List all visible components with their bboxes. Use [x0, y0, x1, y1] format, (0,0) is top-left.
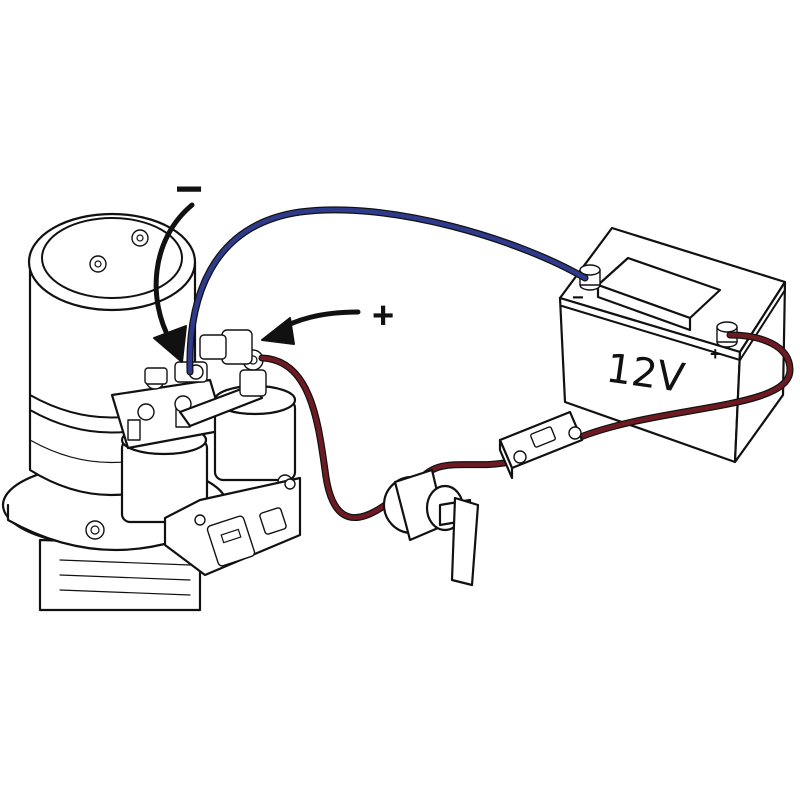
battery-disconnect-switch-icon	[382, 468, 480, 587]
battery-side	[733, 280, 787, 464]
solenoid-terminal-post	[127, 419, 141, 441]
cap-screw-icon	[131, 229, 149, 247]
cap-screw-icon	[89, 255, 107, 273]
positive-arrow-head-icon	[261, 317, 295, 345]
cap-screw-inner	[136, 234, 144, 242]
negative-callout: −	[153, 163, 203, 363]
positive-cable-core-3	[575, 332, 793, 441]
power-unit-icon	[1, 212, 302, 612]
negative-label: −	[175, 163, 203, 216]
positive-cable-core-1	[259, 355, 395, 520]
battery-voltage-label: 12V	[603, 346, 688, 403]
terminal-cap	[716, 321, 738, 333]
terminal-nut-icon	[137, 403, 155, 421]
connector-plug-icon	[206, 515, 256, 567]
motor-top-cap	[27, 212, 197, 312]
connector-port-icon	[259, 507, 287, 535]
battery-12v-icon: − + 12V	[558, 226, 787, 464]
positive-callout: +	[261, 295, 394, 345]
pump-base-ribs	[59, 559, 191, 596]
solenoid-stud-block	[239, 369, 267, 397]
flange-bolt-inner	[90, 525, 100, 535]
connector-pins	[220, 528, 242, 544]
terminal-cap	[579, 264, 601, 276]
fitting-body	[144, 367, 168, 385]
battery-lid-ridge	[561, 289, 786, 361]
fuse-window	[530, 426, 556, 448]
motor-top-rim	[41, 217, 183, 299]
inline-fuse-holder-icon	[498, 410, 584, 480]
battery-negative-sign: −	[572, 287, 584, 309]
fuse-holder-side	[498, 438, 514, 480]
positive-label: +	[372, 295, 394, 337]
flange-bolt-icon	[85, 520, 105, 540]
fuse-nut-icon	[568, 426, 582, 440]
negative-cable	[186, 206, 589, 376]
switch-key-handle	[450, 496, 480, 587]
negative-cable-core	[187, 207, 588, 375]
battery-positive-sign: +	[710, 344, 721, 364]
negative-arrow-head-icon	[153, 325, 187, 363]
mount-screw-icon	[194, 514, 206, 526]
negative-arrow-shaft	[153, 202, 195, 343]
mount-screw-icon	[284, 478, 296, 490]
battery-vent-cap-side	[596, 283, 692, 332]
cap-screw-inner	[94, 260, 102, 268]
right-solenoid	[178, 329, 297, 490]
fuse-nut-icon	[513, 450, 527, 464]
elbow-fitting	[199, 334, 227, 360]
control-box	[163, 476, 302, 577]
